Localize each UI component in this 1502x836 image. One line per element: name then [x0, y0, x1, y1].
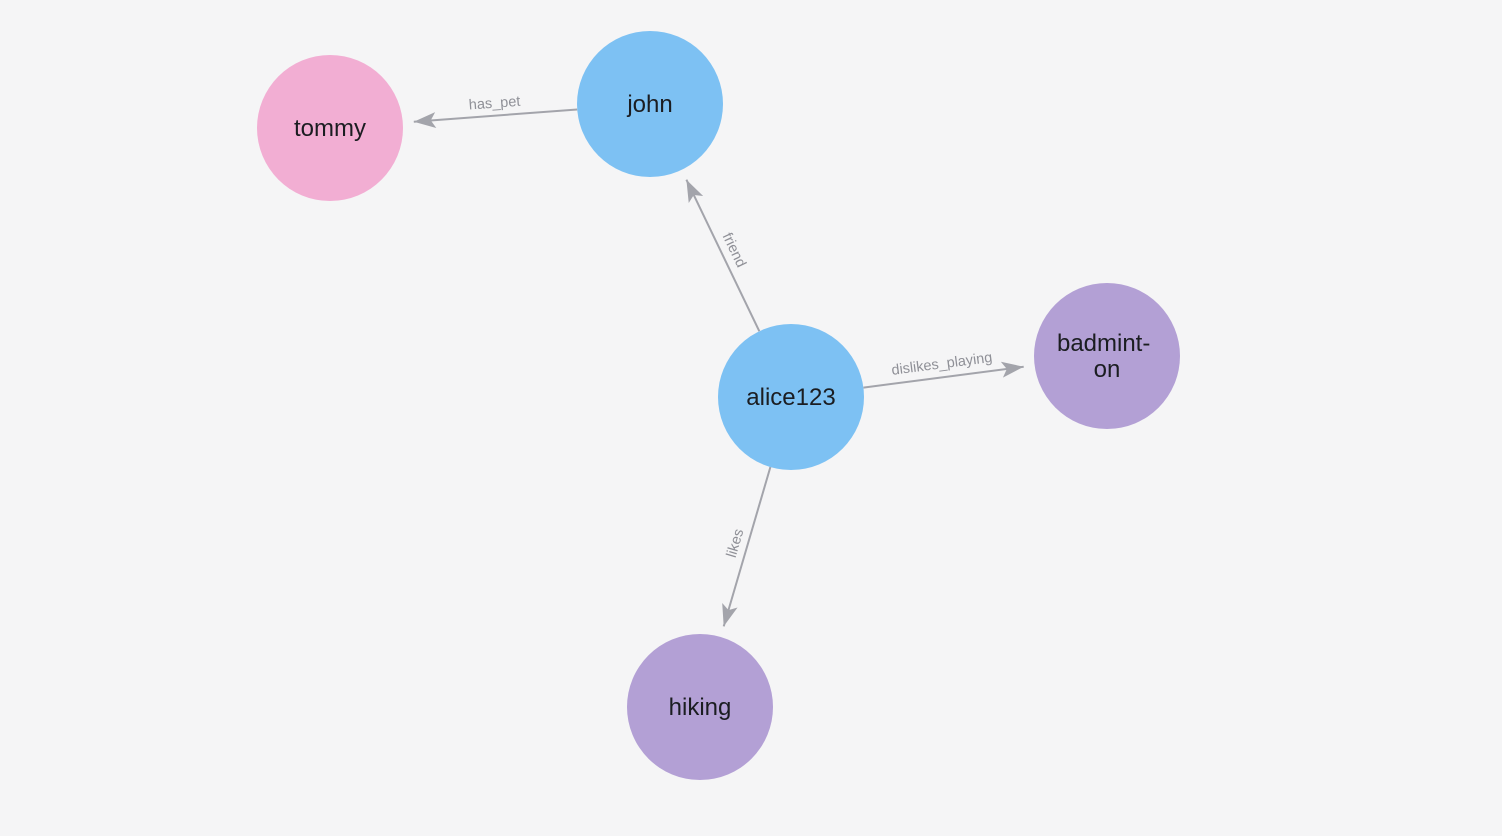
edge-line-has-pet[interactable] — [413, 108, 578, 129]
node-circle-badminton[interactable] — [1034, 283, 1180, 429]
edge-likes[interactable]: likes — [722, 466, 772, 627]
node-badminton[interactable]: badmint- on — [1034, 283, 1180, 429]
edge-has-pet[interactable]: has_pet — [413, 94, 578, 129]
edge-line-dislikes-playing[interactable] — [863, 361, 1024, 389]
node-john[interactable]: john — [577, 31, 723, 177]
edge-line-friend[interactable] — [685, 179, 761, 332]
edge-line-likes[interactable] — [722, 466, 772, 627]
node-circle-alice123[interactable] — [718, 324, 864, 470]
edge-label-likes: likes — [724, 527, 748, 559]
edge-label-dislikes-playing: dislikes_playing — [891, 350, 994, 379]
edge-label-friend: friend — [719, 230, 749, 270]
node-alice123[interactable]: alice123 — [718, 324, 864, 470]
edge-friend[interactable]: friend — [685, 179, 761, 332]
edge-label-has-pet: has_pet — [468, 94, 521, 114]
node-circle-tommy[interactable] — [257, 55, 403, 201]
edge-dislikes-playing[interactable]: dislikes_playing — [863, 350, 1024, 389]
node-circle-hiking[interactable] — [627, 634, 773, 780]
node-tommy[interactable]: tommy — [257, 55, 403, 201]
node-circle-john[interactable] — [577, 31, 723, 177]
node-hiking[interactable]: hiking — [627, 634, 773, 780]
